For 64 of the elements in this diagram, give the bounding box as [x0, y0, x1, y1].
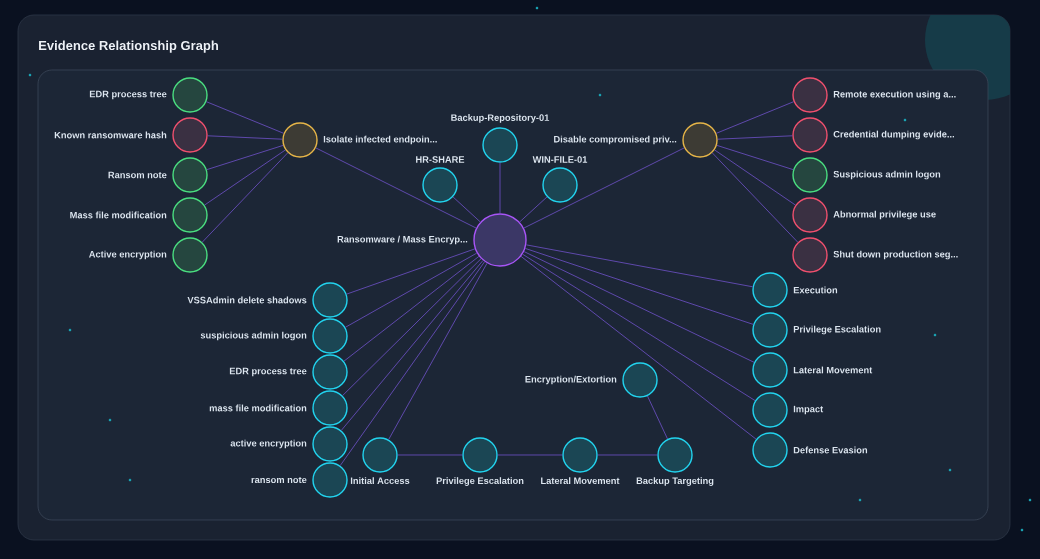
node-label: WIN-FILE-01 [532, 156, 588, 163]
node-label: VSSAdmin delete shadows [187, 296, 307, 304]
node-label: Lateral Movement [793, 366, 873, 374]
connector-line [342, 258, 482, 396]
node-label: Isolate infected endpoin... [323, 135, 437, 145]
connector-line [452, 196, 481, 223]
connector-line [499, 162, 501, 214]
node-label: Active encryption [89, 250, 167, 260]
connector-line [524, 248, 754, 325]
connector-line [340, 260, 484, 431]
node-label: ransom note [251, 476, 307, 484]
title: Evidence Relationship Graph [39, 40, 218, 53]
connector-line [525, 244, 754, 288]
connector-line [711, 152, 799, 243]
connector-line [717, 135, 793, 140]
connector-line [714, 149, 796, 206]
connector-line [207, 135, 283, 140]
node-label: HR-SHARE [416, 156, 465, 163]
connector-line [205, 101, 285, 134]
node-label: suspicious admin logon [200, 331, 307, 341]
connector-line [520, 255, 757, 440]
node-label: active encryption [230, 439, 307, 449]
connector-line [716, 144, 794, 171]
connector-line [346, 248, 476, 295]
connector-line [339, 261, 485, 466]
connector-line [715, 101, 795, 134]
node-label: Impact [793, 405, 824, 415]
node-label: Remote execution using a... [833, 90, 956, 100]
node-label: mass file modification [209, 404, 307, 412]
node-label: Ransomware / Mass Encryp... [337, 235, 468, 245]
node-label: EDR process tree [229, 367, 307, 377]
node-label: Shut down production seg... [833, 250, 958, 260]
connector-line [519, 196, 548, 223]
connector-line [315, 147, 477, 229]
node-label: Defense Evasion [793, 446, 868, 454]
connector-line [204, 149, 286, 206]
node-label: Ransom note [108, 171, 167, 179]
connector-line [206, 144, 284, 171]
node-label: Suspicious admin logon [833, 170, 941, 180]
connector-line [523, 251, 755, 363]
connector-line [523, 147, 685, 229]
node-label: Initial Access [350, 477, 410, 485]
node-label: Known ransomware hash [54, 131, 167, 139]
node-label: EDR process tree [89, 90, 167, 100]
node-label: Backup Targeting [636, 477, 714, 486]
connector-line [397, 454, 463, 456]
connector-line [343, 255, 480, 362]
connector-line [388, 262, 488, 440]
connector-line [522, 253, 756, 401]
connector-line [647, 395, 668, 440]
connector-line [497, 454, 563, 456]
node-label: Abnormal privilege use [833, 210, 936, 220]
connector-line [345, 252, 478, 328]
node-label: Backup-Repository-01 [451, 114, 550, 123]
node-label: Encryption/Extortion [525, 375, 617, 385]
node-label: Disable compromised priv... [554, 135, 677, 145]
node-label: Mass file modification [70, 211, 167, 219]
node-label: Privilege Escalation [793, 325, 881, 335]
node-label: Lateral Movement [541, 477, 620, 485]
node-label: Credential dumping evide... [833, 130, 954, 140]
node-label: Privilege Escalation [436, 477, 524, 486]
node-label: Execution [793, 286, 838, 294]
connector-line [201, 152, 289, 243]
connector-line [597, 454, 658, 456]
